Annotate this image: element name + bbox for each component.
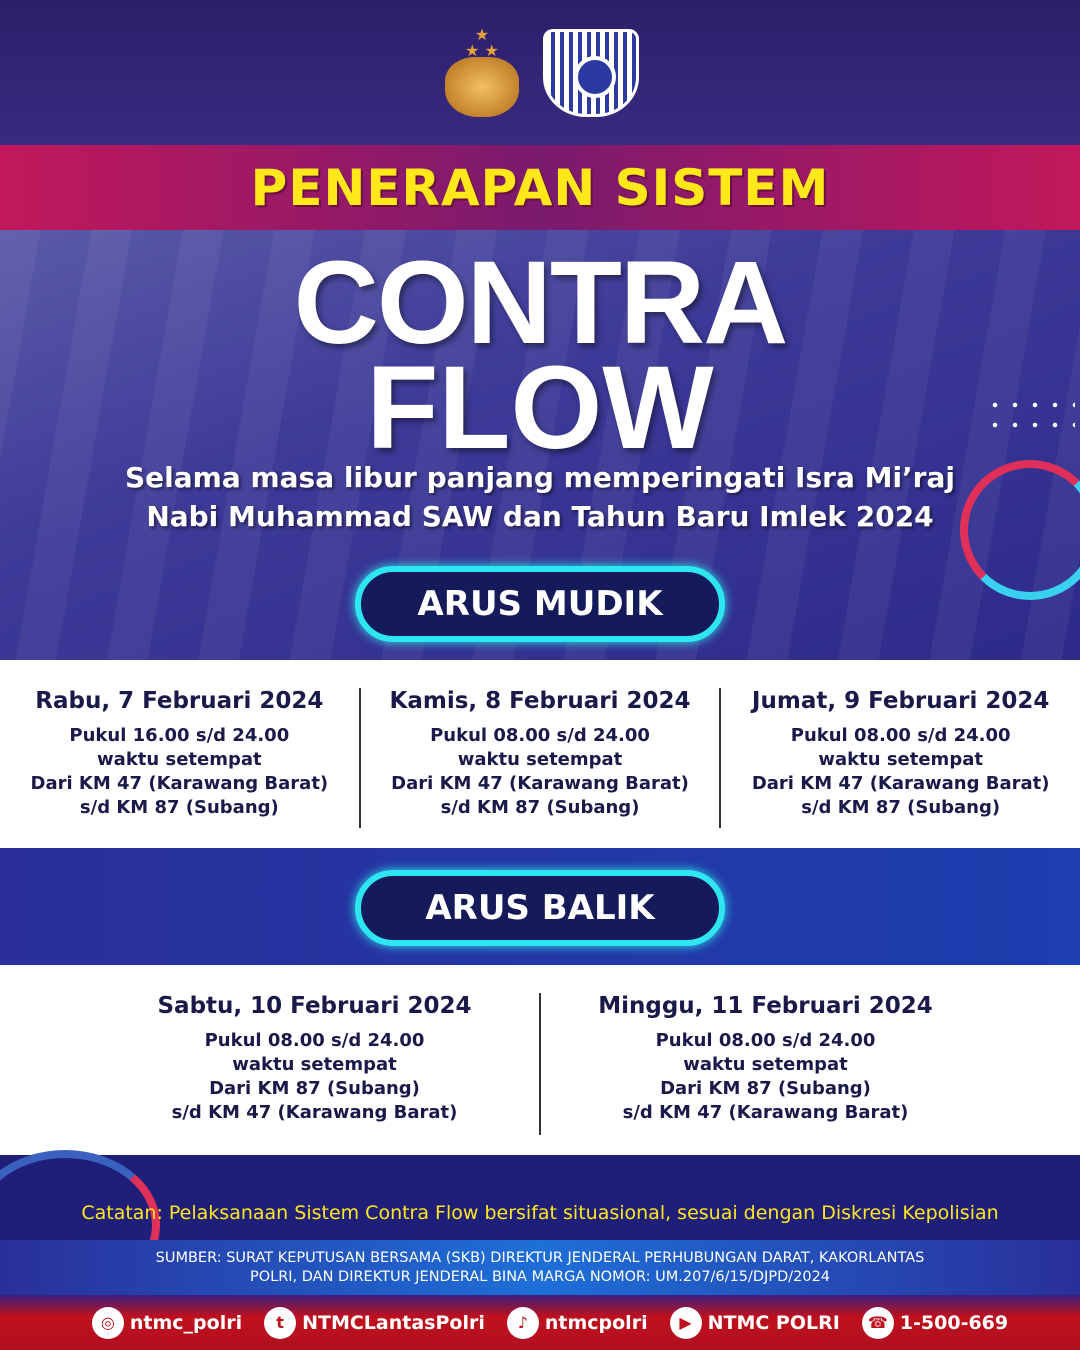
top-background: ★★ ★ bbox=[0, 0, 1080, 145]
social-label: 1-500-669 bbox=[899, 1311, 1009, 1334]
day-time: Pukul 08.00 s/d 24.00 bbox=[655, 1030, 876, 1051]
decor-ring bbox=[960, 460, 1080, 600]
day-zone: waktu setempat bbox=[232, 1054, 397, 1075]
decor-dots bbox=[985, 395, 1075, 435]
arus-balik-label: ARUS BALIK bbox=[355, 870, 725, 946]
tiktok-icon: ♪ bbox=[506, 1306, 539, 1339]
day-date: Sabtu, 10 Februari 2024 bbox=[157, 993, 472, 1019]
day-from: Dari KM 87 (Subang) bbox=[209, 1078, 420, 1099]
social-tiktok[interactable]: ♪ntmcpolri bbox=[506, 1306, 648, 1339]
day-from: Dari KM 47 (Karawang Barat) bbox=[30, 773, 329, 794]
youtube-icon: ▶ bbox=[669, 1306, 702, 1339]
divider bbox=[719, 688, 722, 828]
source-line: POLRI, DAN DIREKTUR JENDERAL BINA MARGA … bbox=[249, 1269, 831, 1285]
day-to: s/d KM 47 (Karawang Barat) bbox=[622, 1102, 909, 1123]
korlantas-emblem-icon bbox=[543, 29, 639, 117]
social-phone[interactable]: ☎1-500-669 bbox=[861, 1306, 1009, 1339]
title: PENERAPAN SISTEM bbox=[250, 158, 830, 217]
divider bbox=[358, 688, 361, 828]
day-date: Rabu, 7 Februari 2024 bbox=[35, 688, 324, 714]
day-date: Jumat, 9 Februari 2024 bbox=[751, 688, 1050, 714]
social-instagram[interactable]: ◎ntmc_polri bbox=[91, 1306, 243, 1339]
twitter-icon: t bbox=[264, 1306, 297, 1339]
subtitle-line: Nabi Muhammad SAW dan Tahun Baru Imlek 2… bbox=[146, 500, 934, 533]
title-band: PENERAPAN SISTEM bbox=[0, 145, 1080, 230]
day-date: Kamis, 8 Februari 2024 bbox=[389, 688, 691, 714]
social-label: ntmcpolri bbox=[544, 1311, 648, 1334]
logos: ★★ ★ bbox=[440, 22, 640, 117]
day-time: Pukul 08.00 s/d 24.00 bbox=[430, 725, 650, 746]
phone-agent-icon: ☎ bbox=[861, 1306, 894, 1339]
day-to: s/d KM 47 (Karawang Barat) bbox=[171, 1102, 458, 1123]
day-zone: waktu setempat bbox=[97, 749, 262, 770]
headline-contra: CONTRA bbox=[293, 237, 789, 369]
day-to: s/d KM 87 (Subang) bbox=[801, 797, 1001, 818]
day-from: Dari KM 87 (Subang) bbox=[660, 1078, 871, 1099]
social-youtube[interactable]: ▶NTMC POLRI bbox=[669, 1306, 840, 1339]
day-time: Pukul 08.00 s/d 24.00 bbox=[790, 725, 1011, 746]
day-from: Dari KM 47 (Karawang Barat) bbox=[391, 773, 689, 794]
day-time: Pukul 08.00 s/d 24.00 bbox=[204, 1030, 425, 1051]
day-to: s/d KM 87 (Subang) bbox=[440, 797, 640, 818]
day-zone: waktu setempat bbox=[457, 749, 623, 770]
social-label: NTMCLantasPolri bbox=[302, 1311, 485, 1334]
social-label: ntmc_polri bbox=[129, 1311, 243, 1334]
subtitle: Selama masa libur panjang memperingati I… bbox=[0, 458, 1080, 536]
day-to: s/d KM 87 (Subang) bbox=[79, 797, 279, 818]
instagram-icon: ◎ bbox=[91, 1306, 124, 1339]
day-zone: waktu setempat bbox=[818, 749, 983, 770]
polri-emblem-icon: ★★ ★ bbox=[441, 27, 523, 117]
headline-flow: FLOW bbox=[366, 342, 714, 474]
day-time: Pukul 16.00 s/d 24.00 bbox=[69, 725, 290, 746]
source-line: SUMBER: SURAT KEPUTUSAN BERSAMA (SKB) DI… bbox=[155, 1250, 925, 1266]
day-date: Minggu, 11 Februari 2024 bbox=[598, 993, 933, 1019]
hero: CONTRA FLOW Selama masa libur panjang me… bbox=[0, 230, 1080, 660]
note-text: Catatan: Pelaksanaan Sistem Contra Flow … bbox=[81, 1202, 999, 1224]
arus-mudik-label: ARUS MUDIK bbox=[355, 566, 725, 642]
subtitle-line: Selama masa libur panjang memperingati I… bbox=[125, 461, 955, 494]
divider bbox=[539, 993, 541, 1135]
source-text: SUMBER: SURAT KEPUTUSAN BERSAMA (SKB) DI… bbox=[0, 1240, 1080, 1295]
note-section: Catatan: Pelaksanaan Sistem Contra Flow … bbox=[0, 1150, 1080, 1300]
social-label: NTMC POLRI bbox=[707, 1311, 840, 1334]
day-from: Dari KM 47 (Karawang Barat) bbox=[751, 773, 1050, 794]
day-zone: waktu setempat bbox=[683, 1054, 848, 1075]
